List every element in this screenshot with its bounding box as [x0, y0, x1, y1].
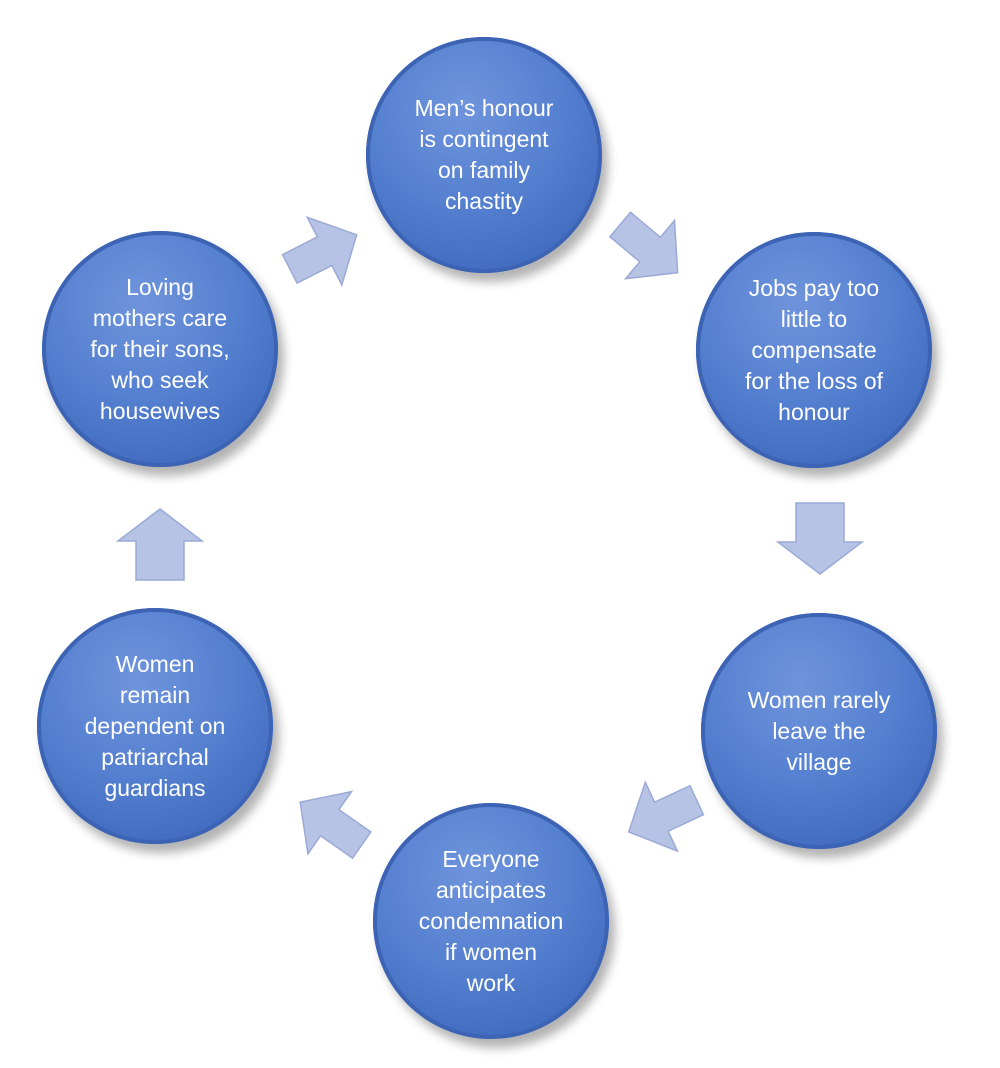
node-lower-left-label: Women remain dependent on patriarchal gu…: [84, 650, 226, 801]
node-top: Men’s honour is contingent on family cha…: [366, 37, 602, 273]
node-bottom: Everyone anticipates condemnation if wom…: [373, 803, 609, 1039]
arrow-top-to-upper-right: [608, 211, 679, 280]
arrow-lower-right-to-bottom: [627, 780, 705, 853]
arrow-upper-right-to-lower-right: [775, 502, 865, 575]
node-upper-left: Loving mothers care for their sons, who …: [42, 231, 278, 467]
arrow-upper-left-to-top: [281, 215, 358, 288]
node-bottom-label: Everyone anticipates condemnation if wom…: [418, 845, 564, 996]
node-lower-right: Women rarely leave the village: [701, 613, 937, 849]
arrow-bottom-to-lower-left: [299, 790, 372, 860]
arrow-lower-left-to-upper-left: [115, 508, 205, 581]
node-upper-left-label: Loving mothers care for their sons, who …: [90, 273, 230, 424]
node-lower-left: Women remain dependent on patriarchal gu…: [37, 608, 273, 844]
node-lower-right-label: Women rarely leave the village: [747, 686, 891, 775]
node-upper-right-label: Jobs pay too little to compensate for th…: [744, 274, 884, 425]
node-upper-right: Jobs pay too little to compensate for th…: [696, 232, 932, 468]
node-top-label: Men’s honour is contingent on family cha…: [414, 95, 554, 214]
